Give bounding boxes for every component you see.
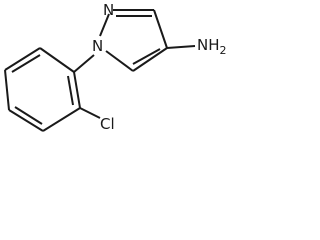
atom-n1: N bbox=[92, 37, 103, 55]
bond-c4-c5 bbox=[132, 47, 168, 72]
chemical-structure: N N NH2 Cl bbox=[4, 1, 227, 133]
bond-c2-cl bbox=[79, 107, 101, 119]
bond-c3-c4-inner bbox=[14, 106, 43, 125]
bond-c4-nh2 bbox=[166, 45, 196, 49]
atom-chlorine: Cl bbox=[100, 115, 115, 133]
bond-c4-c5 bbox=[4, 69, 10, 111]
n-aryl-bond bbox=[73, 54, 95, 73]
phenyl-ring bbox=[4, 47, 81, 132]
bond-c5-c6-inner bbox=[11, 54, 41, 73]
amine-bond bbox=[166, 45, 196, 49]
bond-n1-n2 bbox=[99, 13, 110, 37]
atom-n2: N bbox=[103, 1, 114, 19]
atom-amine: NH2 bbox=[197, 36, 227, 57]
chloro-bond bbox=[79, 107, 101, 119]
bond-n1-c1prime bbox=[73, 54, 95, 73]
bond-c3-c4 bbox=[153, 9, 168, 49]
amine-nh: NH bbox=[197, 36, 220, 54]
bond-c5-n1 bbox=[105, 50, 134, 72]
bond-c2-c3 bbox=[42, 107, 81, 132]
bond-c5-c6 bbox=[4, 47, 41, 71]
bond-c4-c5-inner bbox=[132, 48, 161, 65]
bond-c1-c2 bbox=[73, 71, 81, 109]
bond-c6-c1 bbox=[39, 47, 75, 73]
pyrazole-ring bbox=[99, 9, 168, 72]
bond-c1-c2-inner bbox=[67, 75, 74, 106]
amine-subscript: 2 bbox=[220, 44, 227, 57]
bond-c3-c4 bbox=[8, 109, 44, 132]
